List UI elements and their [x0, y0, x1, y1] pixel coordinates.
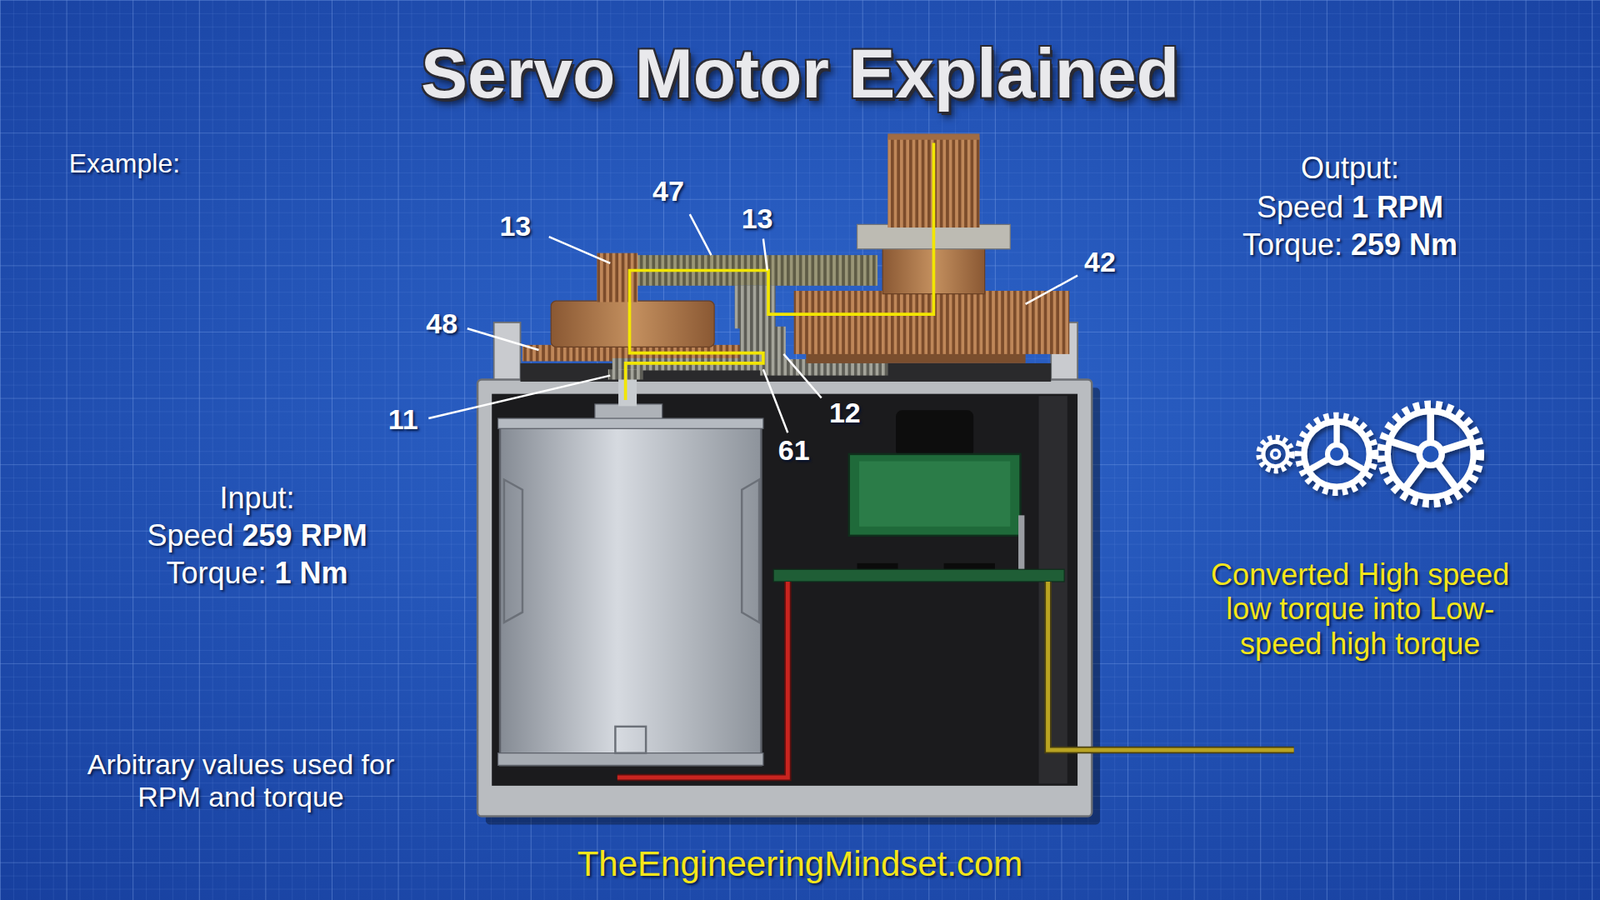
value-caption: Torque: — [166, 555, 267, 590]
motor-wire — [617, 581, 788, 778]
motor-tab — [741, 480, 760, 623]
housing-post — [494, 322, 521, 384]
housing-rib — [1039, 395, 1068, 784]
leader-line — [690, 214, 712, 255]
potentiometer-face — [859, 460, 1010, 526]
watermark: TheEngineeringMindset.com — [577, 844, 1024, 885]
gear-ring — [1387, 410, 1474, 497]
callout-number: 13 — [499, 210, 531, 243]
note-text: Arbitrary values used for RPM and torque — [65, 748, 416, 814]
gear-teeth — [1259, 437, 1292, 470]
housing-shadow — [485, 387, 1100, 825]
value-caption: Speed — [1256, 190, 1344, 225]
leader-line — [1025, 275, 1078, 305]
motor-tab — [504, 480, 523, 623]
value-number: 1 Nm — [266, 555, 349, 590]
pot-pin — [1018, 515, 1025, 571]
leader-line — [428, 375, 610, 419]
leader-line — [763, 239, 768, 271]
housing-interior — [491, 394, 1078, 786]
servo-housing — [477, 380, 1092, 817]
potentiometer — [849, 454, 1021, 536]
input-torque: Torque: 1 Nm — [166, 555, 349, 590]
output-heading: Output: — [1300, 150, 1400, 185]
gear-hub — [1327, 445, 1346, 464]
example-heading: Example: — [69, 148, 180, 180]
value-caption: Speed — [146, 518, 234, 553]
output-torque: Torque: 259 Nm — [1242, 227, 1458, 262]
motor-cap — [498, 418, 764, 429]
gear-teeth — [1299, 416, 1375, 493]
callout-number: 47 — [652, 175, 685, 209]
control-board — [773, 569, 1065, 582]
callout-number: 11 — [388, 404, 419, 437]
gear-icon — [1259, 405, 1480, 504]
title: Servo Motor Explained — [420, 33, 1180, 115]
output-spline-cap — [887, 133, 980, 140]
compound-hub — [550, 300, 715, 347]
potentiometer-knob — [895, 410, 974, 457]
callout-number: 42 — [1084, 245, 1116, 279]
leader-line — [783, 354, 821, 399]
conversion-note: Converted High speed low torque into Low… — [1185, 557, 1535, 661]
output-speed: Speed 1 RPM — [1256, 190, 1444, 225]
value-number: 1 RPM — [1343, 190, 1444, 225]
leader-line — [467, 328, 540, 350]
gear-42 — [794, 290, 1070, 355]
callout-number: 12 — [829, 396, 861, 430]
leader-line — [549, 236, 610, 264]
power-flow-path — [625, 142, 935, 400]
callout-number: 48 — [425, 308, 458, 341]
callout-number: 13 — [741, 203, 774, 236]
value-caption: Torque: — [1242, 227, 1343, 262]
dc-motor — [500, 423, 761, 765]
gear-ring — [1304, 421, 1370, 487]
gear-ring — [1263, 441, 1288, 466]
input-speed: Speed 259 RPM — [146, 518, 367, 553]
leader-line — [763, 369, 788, 433]
motor-terminal — [615, 726, 646, 754]
wire-outline — [617, 581, 788, 778]
value-number: 259 RPM — [234, 518, 368, 553]
callout-number: 61 — [778, 435, 810, 468]
value-number: 259 Nm — [1342, 227, 1458, 262]
gear-hub — [1419, 442, 1442, 465]
input-heading: Input: — [220, 480, 295, 515]
motor-cap — [498, 753, 764, 766]
gear-teeth — [1381, 405, 1480, 504]
gear-hub — [1271, 450, 1280, 459]
